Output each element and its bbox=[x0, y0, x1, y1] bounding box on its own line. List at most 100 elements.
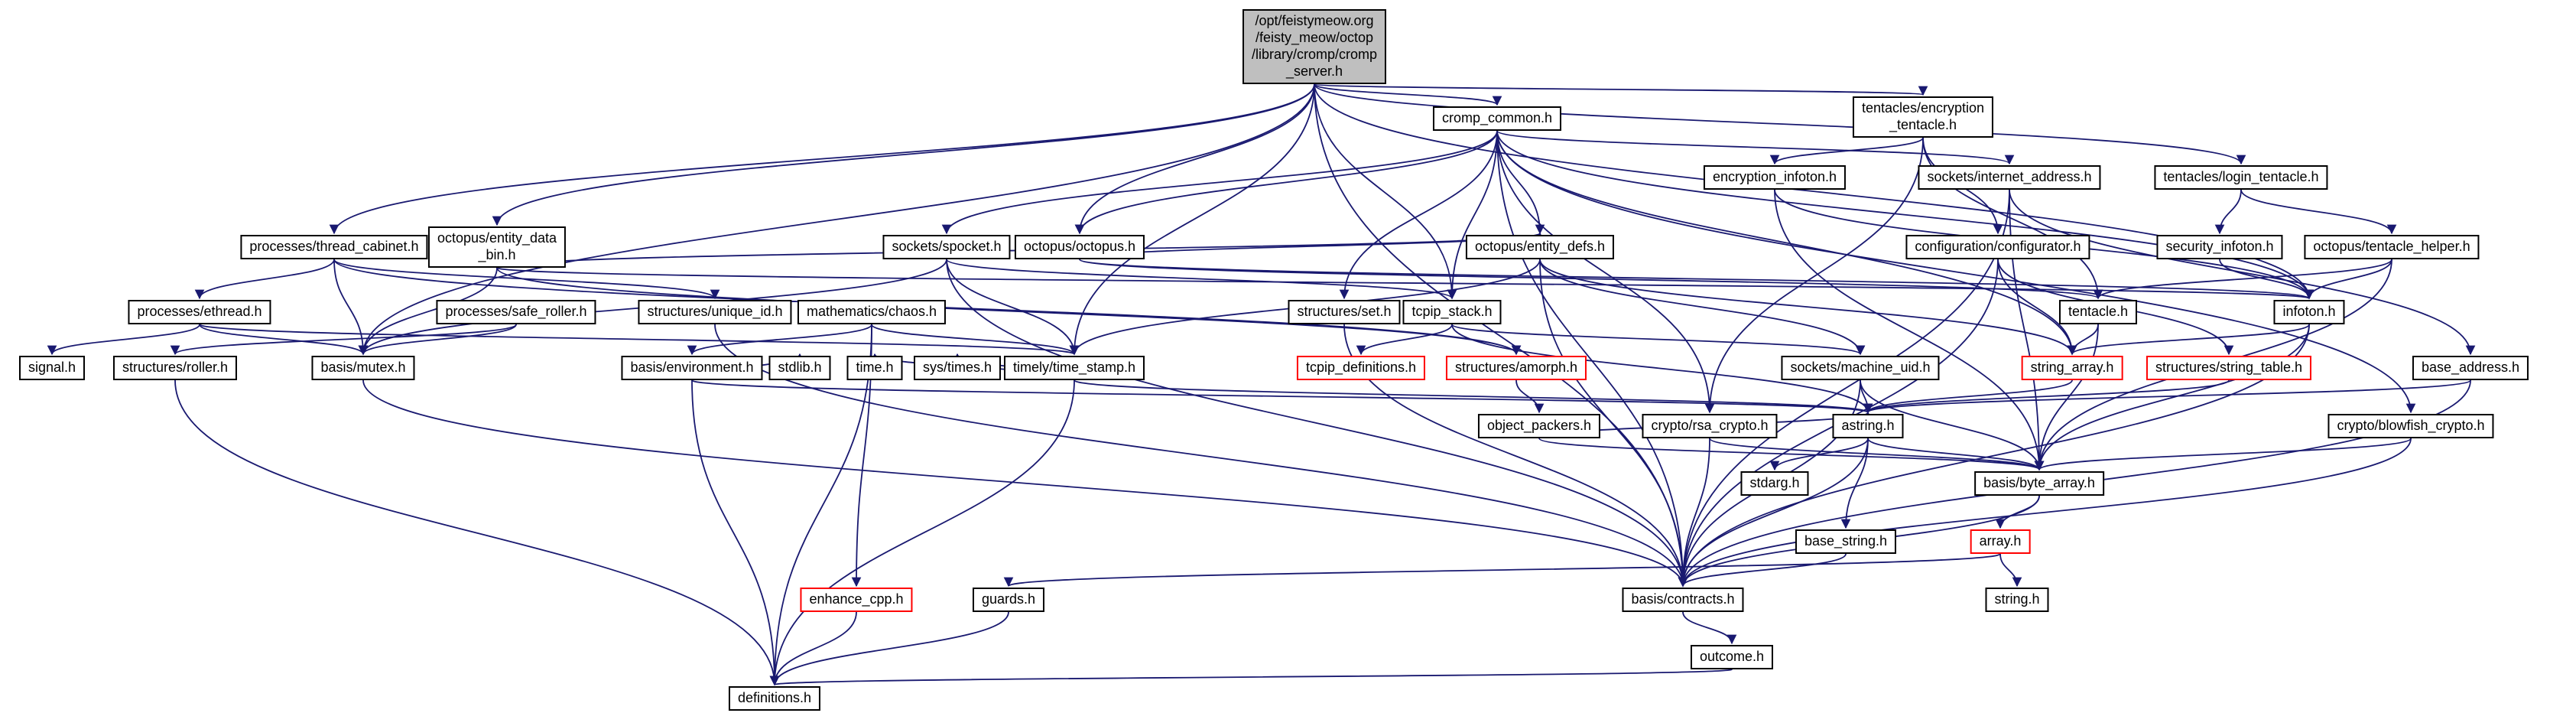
node-cromp_server[interactable]: /opt/feistymeow.org /feisty_meow/octop /… bbox=[1242, 9, 1387, 84]
node-guards[interactable]: guards.h bbox=[972, 588, 1045, 612]
edge-configurator-to-string_array bbox=[1997, 259, 2077, 356]
edge-tcpip_stack-to-tcpip_definitions bbox=[1356, 324, 1453, 356]
edge-enhance_cpp-to-definitions bbox=[769, 611, 857, 686]
edge-array-to-guards bbox=[1004, 553, 2001, 588]
edge-safe_roller-to-roller bbox=[170, 324, 517, 356]
edge-roller-to-definitions bbox=[174, 379, 780, 686]
node-spocket[interactable]: sockets/spocket.h bbox=[882, 235, 1011, 259]
node-machine_uid[interactable]: sockets/machine_uid.h bbox=[1781, 356, 1940, 380]
edge-astring-to-contracts bbox=[1678, 438, 1869, 588]
edge-blowfish_crypto-to-byte_array bbox=[2034, 438, 2412, 471]
edge-cromp_server-to-octopus bbox=[1074, 83, 1315, 235]
edge-safe_roller-to-mutex bbox=[358, 324, 517, 356]
edge-infoton-to-string_array bbox=[2067, 324, 2310, 356]
node-ethread[interactable]: processes/ethread.h bbox=[128, 300, 271, 324]
node-string[interactable]: string.h bbox=[1985, 588, 2049, 612]
node-encryption_infoton[interactable]: encryption_infoton.h bbox=[1703, 165, 1847, 190]
edge-astring-to-stdarg bbox=[1769, 438, 1869, 471]
edge-array-to-string bbox=[1999, 553, 2022, 588]
node-contracts[interactable]: basis/contracts.h bbox=[1622, 588, 1744, 612]
node-stdlib[interactable]: stdlib.h bbox=[768, 356, 831, 380]
edge-blowfish_crypto-to-contracts bbox=[1678, 438, 2412, 588]
edge-entity_defs-to-string_array bbox=[1539, 259, 2077, 356]
edge-entity_data_bin-to-amorph bbox=[496, 267, 1522, 356]
node-string_table[interactable]: structures/string_table.h bbox=[2146, 356, 2312, 380]
edge-rsa_crypto-to-byte_array bbox=[1709, 438, 2045, 471]
edge-spocket-to-tcpip_stack bbox=[946, 259, 1457, 300]
node-amorph[interactable]: structures/amorph.h bbox=[1445, 356, 1587, 380]
edge-time_stamp-to-astring bbox=[1074, 379, 1873, 414]
edge-entity_defs-to-contracts bbox=[1539, 259, 1688, 588]
edge-ethread-to-mutex bbox=[199, 324, 369, 356]
node-base_string[interactable]: base_string.h bbox=[1795, 529, 1897, 554]
edge-ethread-to-signal bbox=[47, 324, 200, 356]
edge-cromp_common-to-entity_defs bbox=[1496, 130, 1545, 235]
node-time_stamp[interactable]: timely/time_stamp.h bbox=[1003, 356, 1145, 380]
node-safe_roller[interactable]: processes/safe_roller.h bbox=[436, 300, 596, 324]
edge-chaos-to-time_stamp bbox=[871, 324, 1080, 356]
node-roller[interactable]: structures/roller.h bbox=[112, 356, 238, 380]
edge-cromp_server-to-mutex bbox=[358, 83, 1315, 356]
edge-cromp_common-to-rsa_crypto bbox=[1496, 130, 1715, 414]
node-string_array[interactable]: string_array.h bbox=[2021, 356, 2123, 380]
node-entity_data_bin[interactable]: octopus/entity_data _bin.h bbox=[427, 226, 567, 268]
node-cromp_common[interactable]: cromp_common.h bbox=[1432, 106, 1562, 131]
node-astring[interactable]: astring.h bbox=[1832, 414, 1904, 438]
edge-tcpip_stack-to-machine_uid bbox=[1451, 324, 1865, 356]
edge-environment-to-definitions bbox=[691, 379, 780, 686]
node-tentacle[interactable]: tentacle.h bbox=[2058, 300, 2138, 324]
edge-string_array-to-astring bbox=[1863, 379, 2073, 414]
edge-cromp_common-to-tcpip_stack bbox=[1447, 130, 1498, 300]
edge-cromp_server-to-thread_cabinet bbox=[329, 83, 1315, 235]
edge-time_stamp-to-definitions bbox=[769, 379, 1075, 686]
edge-login_tentacle-to-tentacle_helper bbox=[2240, 189, 2397, 235]
node-login_tentacle[interactable]: tentacles/login_tentacle.h bbox=[2154, 165, 2328, 190]
edge-cromp_common-to-contracts bbox=[1496, 130, 1688, 588]
node-chaos[interactable]: mathematics/chaos.h bbox=[797, 300, 947, 324]
edge-login_tentacle-to-security_infoton bbox=[2214, 189, 2242, 235]
node-internet_address[interactable]: sockets/internet_address.h bbox=[1918, 165, 2101, 190]
edge-rsa_crypto-to-contracts bbox=[1678, 438, 1710, 588]
node-environment[interactable]: basis/environment.h bbox=[621, 356, 763, 380]
node-octopus[interactable]: octopus/octopus.h bbox=[1014, 235, 1145, 259]
edge-cromp_common-to-infoton bbox=[1496, 130, 2315, 300]
edge-machine_uid-to-byte_array bbox=[1860, 379, 2045, 471]
node-array[interactable]: array.h bbox=[1970, 529, 2031, 554]
node-mutex[interactable]: basis/mutex.h bbox=[311, 356, 415, 380]
node-entity_defs[interactable]: octopus/entity_defs.h bbox=[1465, 235, 1615, 259]
edge-string_table-to-astring bbox=[1863, 379, 2230, 414]
node-byte_array[interactable]: basis/byte_array.h bbox=[1974, 471, 2104, 496]
node-set[interactable]: structures/set.h bbox=[1288, 300, 1401, 324]
node-time[interactable]: time.h bbox=[846, 356, 903, 380]
node-tcpip_stack[interactable]: tcpip_stack.h bbox=[1402, 300, 1502, 324]
node-thread_cabinet[interactable]: processes/thread_cabinet.h bbox=[240, 235, 428, 259]
node-enhance_cpp[interactable]: enhance_cpp.h bbox=[800, 588, 913, 612]
node-rsa_crypto[interactable]: crypto/rsa_crypto.h bbox=[1642, 414, 1778, 438]
edge-tentacle-to-string_array bbox=[2067, 324, 2099, 356]
edge-spocket-to-contracts bbox=[946, 259, 1688, 588]
node-blowfish_crypto[interactable]: crypto/blowfish_crypto.h bbox=[2327, 414, 2494, 438]
node-definitions[interactable]: definitions.h bbox=[728, 686, 821, 711]
node-outcome[interactable]: outcome.h bbox=[1690, 645, 1774, 669]
edge-tentacle_helper-to-tentacle bbox=[2093, 259, 2392, 300]
edge-tcpip_stack-to-astring bbox=[1451, 324, 1873, 414]
node-infoton[interactable]: infoton.h bbox=[2273, 300, 2345, 324]
edge-entity_defs-to-machine_uid bbox=[1539, 259, 1866, 356]
edge-chaos-to-environment bbox=[687, 324, 872, 356]
node-base_address[interactable]: base_address.h bbox=[2412, 356, 2529, 380]
node-sys_times[interactable]: sys/times.h bbox=[913, 356, 1002, 380]
node-tentacle_helper[interactable]: octopus/tentacle_helper.h bbox=[2304, 235, 2480, 259]
node-unique_id[interactable]: structures/unique_id.h bbox=[638, 300, 792, 324]
edge-ethread-to-time_stamp bbox=[199, 324, 1079, 356]
node-configurator[interactable]: configuration/configurator.h bbox=[1905, 235, 2090, 259]
node-object_packers[interactable]: object_packers.h bbox=[1477, 414, 1601, 438]
node-tcpip_definitions[interactable]: tcpip_definitions.h bbox=[1296, 356, 1426, 380]
node-encryption_tentacle[interactable]: tentacles/encryption _tentacle.h bbox=[1852, 96, 1994, 138]
edge-infoton-to-byte_array bbox=[2034, 324, 2310, 471]
edge-contracts-to-outcome bbox=[1682, 611, 1737, 645]
node-stdarg[interactable]: stdarg.h bbox=[1740, 471, 1809, 496]
edge-encryption_infoton-to-byte_array bbox=[1774, 189, 2045, 471]
node-signal[interactable]: signal.h bbox=[18, 356, 86, 380]
edge-spocket-to-time_stamp bbox=[946, 259, 1080, 356]
node-security_infoton[interactable]: security_infoton.h bbox=[2156, 235, 2283, 259]
